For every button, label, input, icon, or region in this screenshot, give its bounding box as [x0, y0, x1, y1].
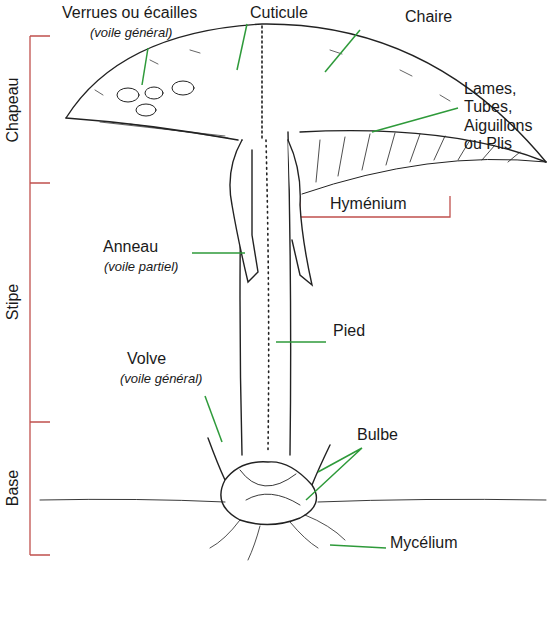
- leader-line: [325, 30, 360, 72]
- veil-note: (voile général): [90, 26, 172, 41]
- bracket-spine: [29, 36, 30, 555]
- cut-line: [261, 26, 263, 140]
- ring-left: [230, 140, 258, 282]
- part-label: Lames, Tubes, Aiguillons ou Plis: [464, 80, 550, 154]
- veil-note: (voile partiel): [104, 260, 178, 275]
- section-label: Chapeau: [4, 78, 22, 143]
- cap-underside-left: [66, 118, 238, 140]
- leader-line: [192, 252, 245, 254]
- part-label: Mycélium: [390, 534, 458, 552]
- leader-line: [237, 24, 247, 70]
- leader-line: [330, 545, 386, 548]
- part-label: Anneau: [103, 238, 158, 256]
- wart: [117, 88, 139, 102]
- cap-texture: [95, 50, 450, 101]
- part-label: Bulbe: [357, 426, 398, 444]
- leader-line: [276, 341, 326, 343]
- mycelium-threads: [210, 515, 345, 560]
- leader-line: [142, 48, 148, 85]
- bulb: [221, 462, 317, 525]
- wart: [145, 87, 163, 99]
- section-bracket: [30, 36, 450, 555]
- part-label: Hyménium: [330, 195, 406, 213]
- bulb-folds: [240, 470, 300, 505]
- section-label: Stipe: [4, 284, 22, 320]
- leader-line: [205, 396, 222, 442]
- bracket-ticks: [30, 36, 50, 555]
- wart: [172, 81, 194, 95]
- leader-line: [372, 108, 458, 132]
- part-label: Pied: [333, 322, 365, 340]
- part-label: Chaire: [405, 8, 452, 26]
- leader-line: [306, 448, 362, 500]
- part-label: Cuticule: [250, 4, 308, 22]
- wart: [136, 104, 156, 116]
- hymenium-bracket: [300, 196, 450, 217]
- gill-edge: [302, 159, 546, 194]
- part-label: Volve: [127, 350, 166, 368]
- ground-line: [40, 499, 546, 502]
- gill-lines-left: [100, 122, 228, 138]
- ring-right: [288, 140, 312, 285]
- part-label: Verrues ou écailles: [62, 4, 197, 22]
- leader-lines: [142, 24, 458, 548]
- stipe-center: [266, 140, 269, 450]
- section-label: Base: [4, 470, 22, 506]
- veil-note: (voile général): [120, 372, 202, 387]
